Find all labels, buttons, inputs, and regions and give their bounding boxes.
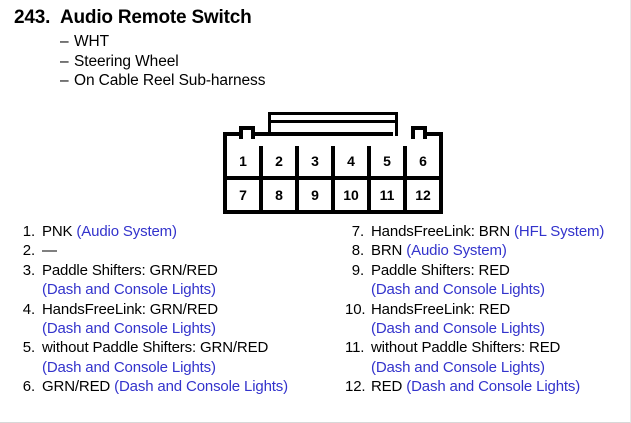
bullet-dash-icon: –	[60, 72, 69, 89]
connector-top-edge-segment	[223, 132, 243, 136]
page-title: 243. Audio Remote Switch	[14, 7, 614, 29]
pin-legend-body: PNK (Audio System)	[42, 222, 345, 241]
connector-top-divider	[271, 120, 395, 123]
header-detail-label: WHT	[74, 33, 109, 50]
pin-system-label: (Dash and Console Lights)	[406, 378, 581, 396]
pin-legend-item: 7. HandsFreeLink: BRN (HFL System)	[345, 222, 630, 241]
pin-legend-body: without Paddle Shifters: RED(Dash and Co…	[371, 338, 630, 377]
pin-legend-body: HandsFreeLink: RED (Dash and Console Ligh…	[371, 300, 630, 339]
pin-legend-body: —	[42, 241, 345, 260]
page-title-text: Audio Remote Switch	[60, 7, 252, 28]
pin-legend-number: 3.	[22, 261, 35, 279]
pin-wire-label: BRN	[371, 242, 407, 260]
connector-pin-2[interactable]: 2	[259, 146, 295, 176]
pin-wire-label: without Paddle Shifters: RED	[371, 339, 561, 357]
pin-legend-number: 7.	[351, 223, 364, 240]
pin-legend-item: 6. GRN/RED (Dash and Console Lights)	[16, 377, 345, 396]
pin-legend-number: 4.	[22, 300, 35, 318]
pin-wire-label: Paddle Shifters: GRN/RED	[42, 261, 218, 279]
pin-wire-label: RED	[371, 378, 407, 396]
pin-legend-item: 1. PNK (Audio System)	[16, 222, 345, 241]
header-detail-list: – WHT – Steering Wheel – On Cable Reel S…	[14, 32, 614, 91]
connector-notch-row	[223, 126, 443, 146]
connector-pin-4[interactable]: 4	[331, 146, 367, 176]
pin-system-label: (HFL System)	[514, 223, 605, 240]
pin-system-label: (Dash and Console Lights)	[114, 378, 288, 396]
pin-system-label: (Dash and Console Lights)	[371, 320, 545, 338]
pin-legend-number: 1.	[22, 223, 35, 240]
pin-system-label: (Dash and Console Lights)	[42, 358, 216, 376]
connector-pin-9[interactable]: 9	[295, 180, 331, 210]
header-detail-label: Steering Wheel	[74, 52, 179, 70]
bullet-dash-icon: –	[60, 33, 69, 50]
pin-legend-item: 12. RED (Dash and Console Lights)	[345, 377, 630, 396]
pin-wire-label: GRN/RED	[42, 378, 115, 396]
pin-system-label: (Audio System)	[406, 242, 507, 260]
pin-legend-item: 9. Paddle Shifters: RED (Dash and Console…	[345, 261, 630, 300]
header-detail-item: – Steering Wheel	[60, 52, 614, 72]
pin-legend-item: 3. Paddle Shifters: GRN/RED (Dash and Con…	[16, 261, 345, 300]
pin-legend-number: 11.	[345, 339, 365, 357]
connector-pin-10[interactable]: 10	[331, 180, 367, 210]
pin-legend-number: 6.	[22, 378, 35, 396]
bullet-dash-icon: –	[60, 52, 69, 70]
pin-legend-number: 9.	[351, 261, 364, 279]
pin-wire-label: HandsFreeLink: RED	[371, 300, 511, 318]
pin-wire-label: PNK	[42, 223, 77, 240]
connector-pin-8[interactable]: 8	[259, 180, 295, 210]
connector-pin-1[interactable]: 1	[227, 146, 259, 176]
pin-wire-label: without Paddle Shifters: GRN/RED	[42, 339, 269, 357]
connector-pin-row-top: 1 2 3 4 5 6	[227, 146, 439, 176]
pin-legend-body: without Paddle Shifters: GRN/RED(Dash an…	[42, 338, 345, 377]
connector-top-edge-segment	[251, 132, 393, 136]
pin-legend-item: 5. without Paddle Shifters: GRN/RED(Dash…	[16, 338, 345, 377]
pin-legend-body: RED (Dash and Console Lights)	[371, 377, 630, 396]
pin-legend-right-column: 7. HandsFreeLink: BRN (HFL System) 8. BR…	[345, 222, 630, 397]
pin-legend-body: GRN/RED (Dash and Console Lights)	[42, 377, 345, 396]
connector-pin-row-bottom: 7 8 9 10 11 12	[227, 176, 439, 210]
header-detail-item: – On Cable Reel Sub-harness	[60, 71, 614, 91]
pin-legend-item: 2. —	[16, 241, 345, 260]
pin-legend-body: HandsFreeLink: GRN/RED (Dash and Console …	[42, 300, 345, 339]
page-header: 243. Audio Remote Switch – WHT – Steerin…	[14, 7, 614, 91]
pin-legend-item: 8. BRN (Audio System)	[345, 241, 630, 260]
pin-system-label: (Dash and Console Lights)	[371, 281, 545, 299]
connector-top-edge-segment	[423, 132, 443, 136]
connector-diagram: 1 2 3 4 5 6 7 8 9 10 11 12	[223, 112, 443, 214]
connector-pin-12[interactable]: 12	[403, 180, 439, 210]
pin-system-label: (Dash and Console Lights)	[42, 281, 216, 299]
connector-pin-7[interactable]: 7	[227, 180, 259, 210]
pin-wire-label: —	[42, 242, 57, 260]
pin-legend-body: HandsFreeLink: BRN (HFL System)	[371, 222, 630, 241]
pin-legend-item: 4. HandsFreeLink: GRN/RED (Dash and Conso…	[16, 300, 345, 339]
header-detail-label: On Cable Reel Sub-harness	[74, 72, 266, 89]
connector-pin-5[interactable]: 5	[367, 146, 403, 176]
pin-system-label: (Dash and Console Lights)	[42, 320, 216, 338]
pin-legend-body: Paddle Shifters: RED (Dash and Console Li…	[371, 261, 630, 300]
pin-legend-item: 11. without Paddle Shifters: RED(Dash an…	[345, 338, 630, 377]
pin-legend-body: BRN (Audio System)	[371, 241, 630, 260]
page-title-number: 243.	[14, 7, 51, 28]
pin-system-label: (Dash and Console Lights)	[371, 358, 545, 376]
pin-legend-left-column: 1. PNK (Audio System) 2. — 3. Paddle Shi…	[0, 222, 345, 397]
pin-wire-label: HandsFreeLink: BRN	[371, 223, 515, 240]
connector-pin-3[interactable]: 3	[295, 146, 331, 176]
header-detail-item: – WHT	[60, 32, 614, 52]
connector-pin-11[interactable]: 11	[367, 180, 403, 210]
pin-wire-label: HandsFreeLink: GRN/RED	[42, 300, 218, 318]
pin-legend-number: 5.	[22, 339, 35, 357]
pin-legend: 1. PNK (Audio System) 2. — 3. Paddle Shi…	[0, 222, 630, 397]
pin-legend-number: 8.	[351, 242, 364, 260]
pin-legend-body: Paddle Shifters: GRN/RED (Dash and Consol…	[42, 261, 345, 300]
pin-legend-number: 10.	[345, 300, 366, 318]
pin-wire-label: Paddle Shifters: RED	[371, 261, 510, 279]
pin-legend-number: 2.	[22, 242, 35, 260]
pin-legend-number: 12.	[345, 378, 366, 396]
pin-legend-item: 10. HandsFreeLink: RED (Dash and Console …	[345, 300, 630, 339]
connector-body: 1 2 3 4 5 6 7 8 9 10 11 12	[223, 126, 443, 214]
connector-pin-6[interactable]: 6	[403, 146, 439, 176]
pin-system-label: (Audio System)	[76, 223, 177, 240]
